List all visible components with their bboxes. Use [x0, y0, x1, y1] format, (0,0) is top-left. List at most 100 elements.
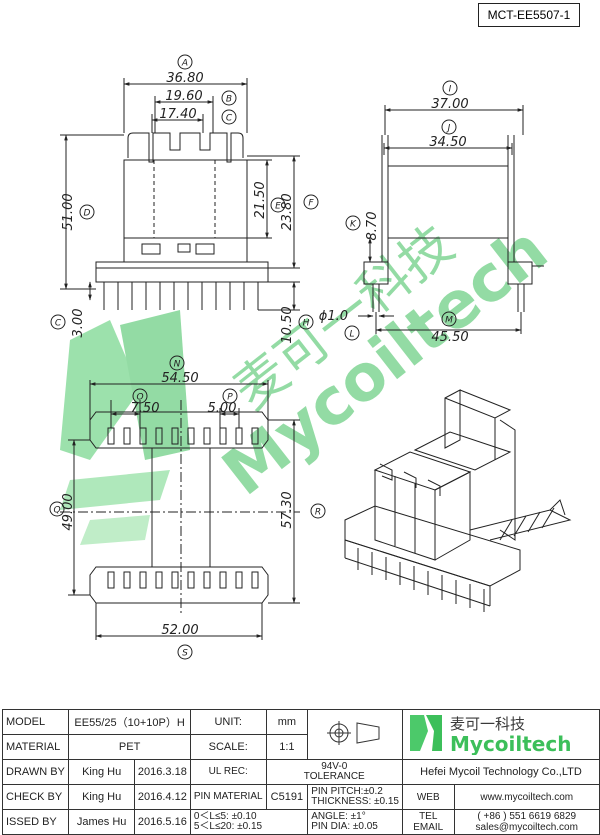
dim-j-value: 34.50 [429, 135, 466, 150]
issued-date: 2016.5.16 [133, 809, 191, 835]
web-value[interactable]: www.mycoiltech.com [453, 784, 600, 810]
model-label: MODEL [1, 709, 70, 735]
svg-text:H: H [303, 319, 310, 329]
marker-n: N [169, 355, 185, 371]
isometric-view [344, 389, 572, 612]
svg-text:I: I [449, 85, 452, 95]
check-by-value: King Hu [68, 784, 135, 810]
company-logo: 麦可一科技 Mycoiltech [401, 709, 600, 760]
marker-p: P [222, 388, 238, 404]
check-by-label: CHECK BY [1, 784, 70, 810]
dim-n-value: 54.50 [161, 371, 198, 386]
issued-by-value: James Hu [68, 809, 135, 835]
logo-en: Mycoiltech [450, 732, 571, 755]
mycoiltech-logo-icon: 麦可一科技 Mycoiltech [409, 715, 571, 756]
pin-pitch: PIN PITCH:±0.2 [311, 786, 383, 797]
dim-f-value: 23.80 [280, 193, 295, 230]
dim-m-value: 45.50 [431, 330, 468, 345]
tolerance-label: TOLERANCE [303, 771, 365, 782]
dim-k-value: 8.70 [365, 212, 380, 241]
dim-p-value: 5.00 [208, 401, 237, 416]
scale-value: 1:1 [265, 734, 309, 760]
bottom-pins [107, 427, 259, 589]
logo-cn: 麦可一科技 [450, 715, 525, 733]
email-label: EMAIL [413, 822, 444, 833]
dim-i-value: 37.00 [431, 97, 468, 112]
dimension-labels: 36.80 19.60 17.40 51.00 21.50 23.80 3.00… [61, 71, 469, 638]
marker-l: L [344, 325, 360, 341]
marker-d: D [79, 204, 95, 220]
marker-k: K [345, 215, 361, 231]
web-label: WEB [401, 784, 455, 810]
dim-e-value: 21.50 [253, 181, 268, 218]
marker-i: I [442, 80, 458, 96]
marker-m: M [441, 311, 457, 327]
svg-text:B: B [226, 95, 232, 105]
dim-g-value: 3.00 [71, 309, 86, 338]
svg-text:M: M [445, 316, 453, 326]
projection-icon [327, 721, 380, 745]
tolerance-1: 0＜L≤5: ±0.10 [193, 811, 257, 822]
bottom-view [60, 380, 300, 640]
marker-j: J [441, 119, 457, 135]
svg-text:R: R [315, 508, 321, 518]
dim-h-value: 10.50 [280, 306, 295, 343]
ul-label: UL REC: [208, 766, 248, 777]
svg-text:N: N [174, 360, 181, 370]
svg-text:C: C [226, 114, 233, 124]
svg-text:Q: Q [53, 506, 60, 516]
company-name: Hefei Mycoil Technology Co.,LTD [401, 759, 600, 785]
svg-text:O: O [136, 393, 143, 403]
svg-text:C: C [55, 319, 62, 329]
svg-text:S: S [182, 649, 188, 659]
email-value[interactable]: sales@mycoiltech.com [475, 822, 578, 833]
marker-o: O [132, 388, 148, 404]
drawing-code: MCT-EE5507-1 [478, 3, 580, 27]
dim-q-value: 49.00 [61, 493, 76, 530]
marker-f: F [303, 194, 319, 210]
front-pins [103, 282, 259, 310]
svg-text:A: A [181, 59, 188, 69]
marker-c: C [221, 109, 237, 125]
issued-by-label: ISSED BY [1, 809, 70, 835]
dim-l-value: ϕ1.0 [319, 309, 348, 324]
marker-s: S [177, 644, 193, 660]
dim-c-value: 17.40 [159, 107, 196, 122]
technical-drawing: Mycoiltech 麦可一科技 [49, 54, 572, 660]
marker-e: E [270, 197, 286, 213]
marker-b: B [221, 90, 237, 106]
dim-o-value: 7.50 [131, 401, 160, 416]
svg-text:F: F [308, 199, 314, 209]
dimension-letter-markers: A B C D E F C H I J K L M N O P Q R S [49, 54, 458, 660]
watermark: Mycoiltech 麦可一科技 [60, 213, 561, 545]
iso-pins [357, 507, 555, 612]
svg-text:L: L [349, 330, 354, 340]
pin-material-value: C5191 [265, 784, 309, 810]
material-value: PET [68, 734, 191, 760]
pin-material-label: PIN MATERIAL [189, 784, 267, 810]
scale-label: SCALE: [189, 734, 267, 760]
model-value: EE55/25（10+10P）H [68, 709, 191, 735]
side-view [358, 105, 544, 334]
ul-value: 94V-0 [321, 761, 348, 772]
marker-h: H [298, 314, 314, 330]
pin-dia-tolerance: PIN DIA: ±0.05 [311, 821, 378, 832]
check-date: 2016.4.12 [133, 784, 191, 810]
svg-text:K: K [350, 220, 357, 230]
dim-a-value: 36.80 [166, 71, 203, 86]
marker-a: A [177, 54, 193, 70]
svg-text:D: D [84, 209, 91, 219]
marker-q: Q [49, 501, 65, 517]
title-block: MODEL EE55/25（10+10P）H UNIT: mm 麦可一科技 My… [1, 709, 600, 835]
unit-value: mm [265, 709, 309, 735]
tel-value: ( +86 ) 551 6619 6829 [477, 811, 577, 822]
thickness: THICKNESS: ±0.15 [311, 796, 399, 807]
svg-text:E: E [275, 202, 281, 212]
tolerance-2: 5＜L≤20: ±0.15 [193, 821, 263, 832]
drawn-date: 2016.3.18 [133, 759, 191, 785]
marker-g: C [50, 314, 66, 330]
material-label: MATERIAL [1, 734, 70, 760]
svg-text:J: J [446, 124, 451, 134]
drawn-by-value: King Hu [68, 759, 135, 785]
front-view [60, 78, 300, 311]
